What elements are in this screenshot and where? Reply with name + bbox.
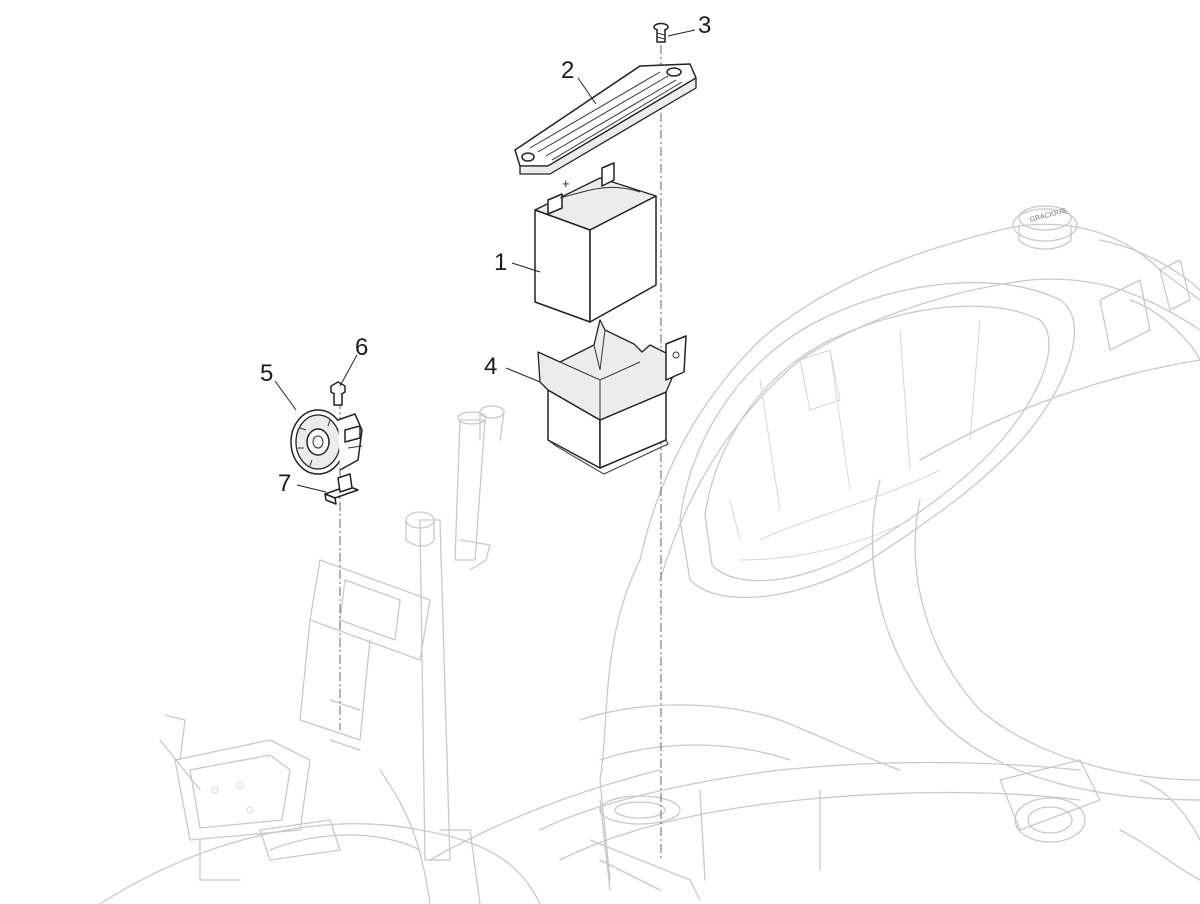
battery-part: + (534, 162, 657, 323)
horn-part (290, 409, 363, 475)
callout-1: 1 (494, 249, 507, 276)
bolt-part-6 (330, 381, 346, 406)
leader-lines (274, 29, 696, 493)
scooter-frame-background: GRACIOUS (99, 205, 1200, 904)
callout-6: 6 (355, 334, 368, 361)
battery-strap-part (514, 63, 697, 175)
battery-box-part (537, 319, 687, 475)
callout-5: 5 (260, 360, 273, 387)
callout-4: 4 (484, 353, 497, 380)
callout-labels: 1 2 3 4 5 6 7 (260, 12, 711, 497)
clip-nut-part-7 (324, 473, 359, 505)
callout-7: 7 (278, 470, 291, 497)
screw-part-3 (653, 22, 669, 43)
battery-plus-symbol: + (562, 176, 570, 191)
callout-3: 3 (698, 12, 711, 39)
callout-2: 2 (561, 57, 574, 84)
